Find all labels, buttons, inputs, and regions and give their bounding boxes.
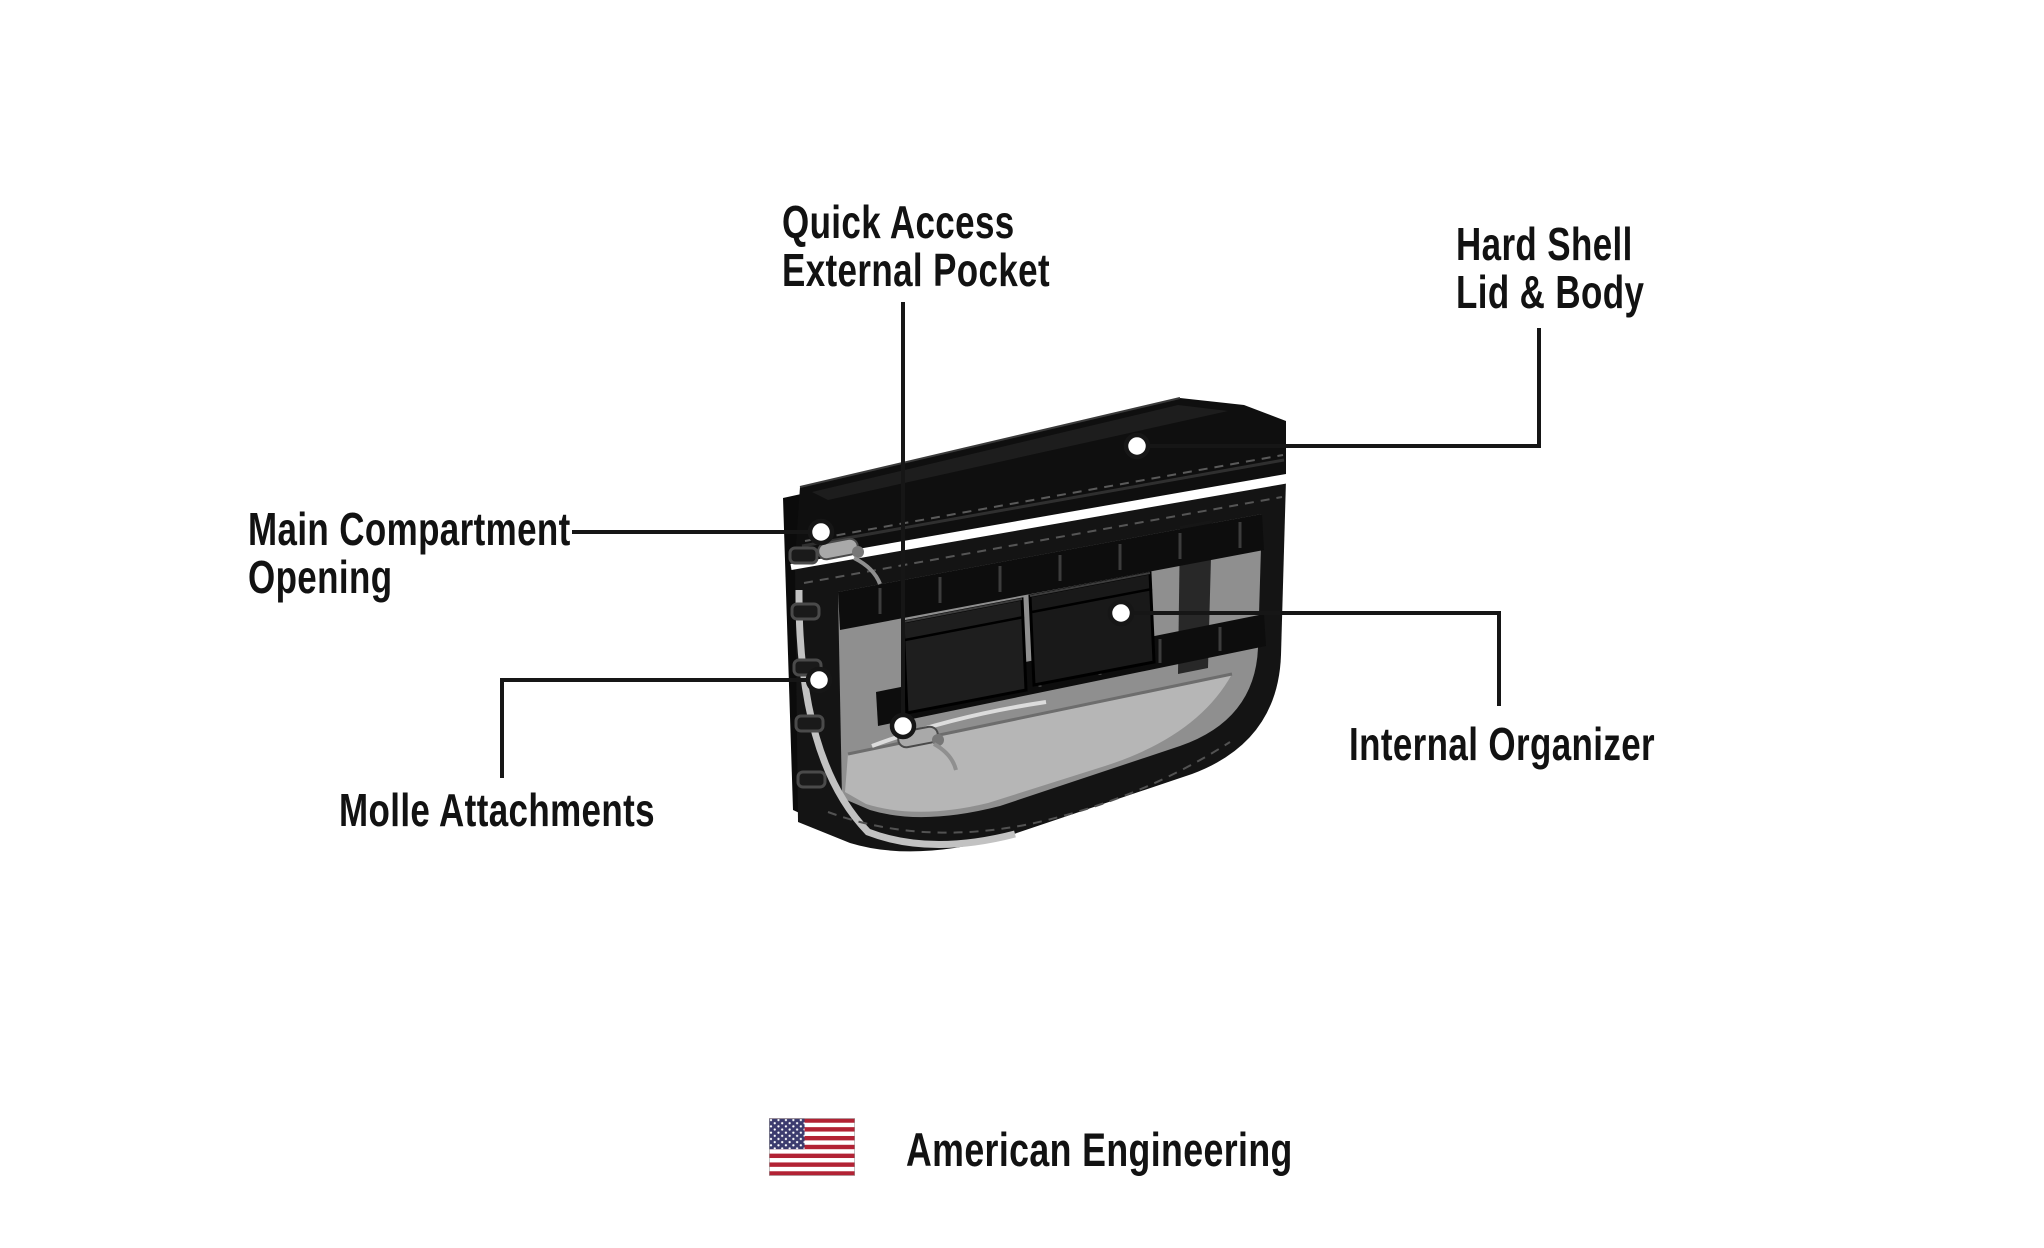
label-hard-shell-lid-body: Hard Shell Lid & Body [1456, 218, 1645, 319]
callout-dot-quick-access [889, 712, 917, 740]
label-internal-organizer: Internal Organizer [1349, 718, 1656, 770]
main-opening-gap [790, 477, 1290, 570]
callout-dot-main-compartment [807, 518, 835, 546]
callout-dot-hard-shell [1123, 432, 1151, 460]
footer-tagline: American Engineering [906, 1123, 1293, 1176]
label-molle-attachments: Molle Attachments [339, 784, 655, 836]
callout-dots [805, 432, 1151, 740]
label-quick-access-external-pocket: Quick Access External Pocket [782, 196, 1051, 297]
label-main-compartment-opening: Main Compartment Opening [248, 503, 571, 604]
callout-dot-internal-organizer [1107, 599, 1135, 627]
us-flag-icon [769, 1118, 855, 1176]
saddlebag-illustration [783, 397, 1290, 852]
pocket-zipper-pull [871, 700, 1047, 771]
main-zipper-pull [817, 537, 882, 585]
callout-lines [500, 302, 1541, 778]
interior-top-rail [838, 514, 1264, 630]
bag-lid [795, 398, 1286, 560]
callout-line-hard-shell [1137, 328, 1541, 448]
callout-dot-molle [805, 666, 833, 694]
callout-line-internal-organizer [1121, 611, 1501, 706]
top-rail-webbing [878, 522, 1242, 614]
bag-interior-floor [845, 674, 1232, 812]
internal-organizer-pouches [901, 571, 1156, 715]
callout-line-molle [500, 678, 819, 778]
